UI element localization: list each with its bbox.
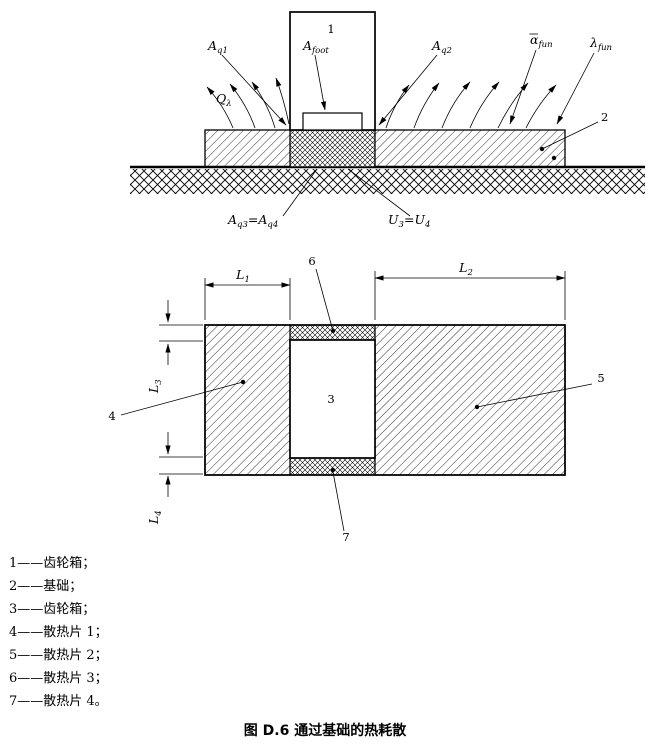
label-l2: L2 [458,260,473,278]
dimension-l3: L3 [146,300,203,394]
heat-arrow [275,77,290,125]
legend-item: 3——齿轮箱； [9,602,96,617]
ground-hatch [130,169,645,194]
leader-aq2 [378,54,438,126]
heat-arrow [385,84,410,129]
fin4-plan [289,457,376,476]
callout-3: 3 [327,392,334,406]
legend: 1——齿轮箱； 2——基础； 3——齿轮箱； 4——散热片 1； 5——散热片 … [9,552,108,713]
label-l1: L1 [235,267,250,285]
legend-item: 5——散热片 2； [9,648,108,663]
side-view-leaders [221,49,599,217]
label-aq2: Aq2 [431,38,452,56]
foundation-foot-section [289,129,376,168]
label-q-lambda: Qλ [216,91,232,109]
label-lambda-fun: λfun [589,35,612,53]
label-afoot: Afoot [302,38,329,56]
leader-2 [541,121,599,150]
leader-aq1 [221,54,287,126]
technical-drawing: 1 [108,11,645,544]
dimension-l4: L4 [146,432,203,525]
legend-item: 1——齿轮箱； [9,556,96,571]
gearbox-section [289,11,376,131]
leader-dot [474,404,480,410]
leader-5 [476,383,593,408]
leader-dot [331,468,335,472]
legend-item: 7——散热片 4。 [9,694,108,709]
label-aq3-eq-aq4: Aq3=Aq4 [227,212,278,230]
leader-lambda-fun [556,52,595,125]
callout-6: 6 [308,254,315,268]
legend-item: 4——散热片 1； [9,625,108,640]
leader-alpha-fun [509,49,537,125]
figure-caption: 图 D.6 通过基础的热耗散 [243,723,407,739]
plan-view: 3 L1 L2 6 [108,254,604,544]
heat-arrow [206,86,234,129]
leader-7 [332,471,345,532]
leader-afoot [314,54,327,111]
fin2-plan [374,324,566,476]
dimension-l1: L1 [204,267,291,320]
heat-arrow [251,81,276,129]
leader-4 [120,381,244,416]
gearbox-plan [289,339,376,459]
callout-7: 7 [342,530,349,544]
label-alpha-fun: αfun [530,32,553,50]
foundation-section [204,129,566,168]
leader-dot [331,329,335,333]
label-u3-eq-u4: U3=U4 [388,212,430,230]
dimension-l2: L2 [374,260,566,320]
heat-arrow [229,83,256,129]
side-view: 1 [130,11,645,230]
heat-arrow [469,81,500,129]
label-l4: L4 [146,510,164,525]
label-aq1: Aq1 [207,38,228,56]
leader-6 [315,268,334,332]
heat-arrow [525,84,557,129]
callout-5: 5 [597,371,604,385]
heat-arrow [413,82,440,129]
leader-aq3 [282,168,318,217]
fin1-plan [204,324,291,476]
legend-item: 2——基础； [9,579,83,594]
leader-dot [240,379,246,385]
callout-4: 4 [108,409,115,423]
callout-1: 1 [327,22,334,36]
gearbox-foot [302,112,363,131]
leader-u3 [347,168,411,217]
heat-arrow [497,82,529,129]
callout-2: 2 [601,110,608,124]
heat-flow-arrows [206,77,557,129]
heat-arrow [441,81,471,129]
leader-dot [551,155,557,161]
leader-dot [539,146,545,152]
label-l3: L3 [146,379,164,394]
legend-item: 6——散热片 3； [9,671,108,686]
